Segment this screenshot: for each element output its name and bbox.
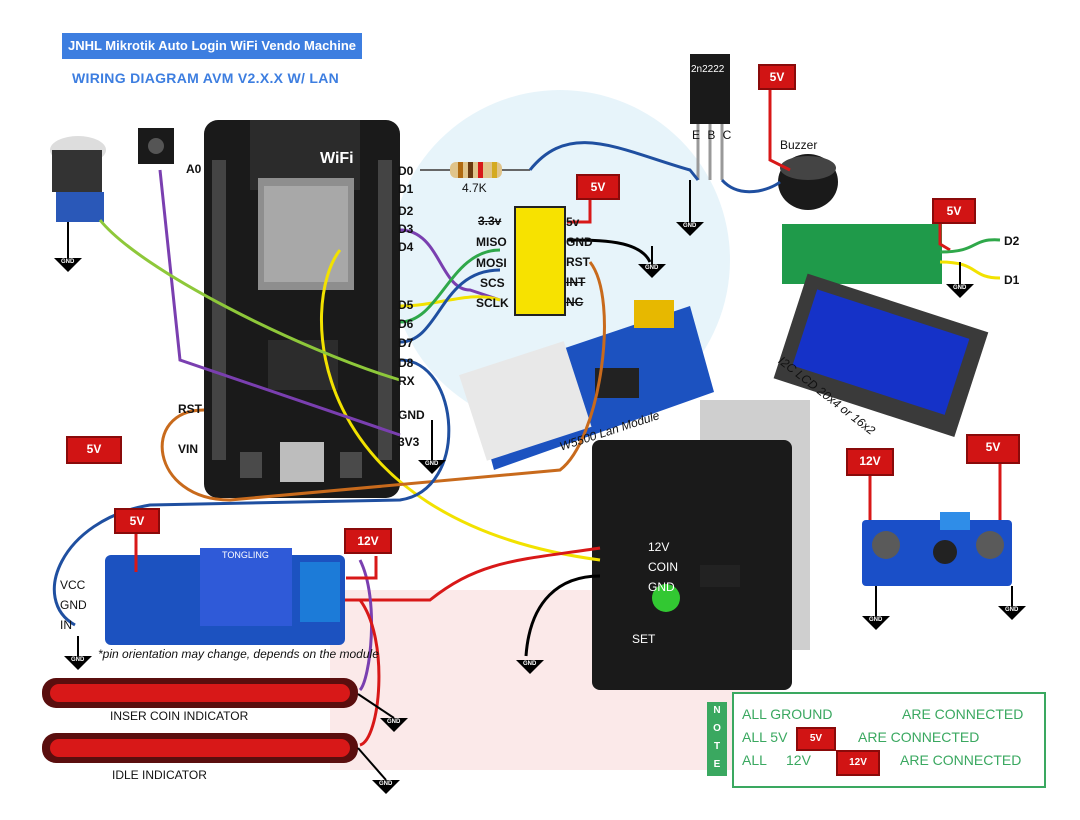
gnd-label-buck-in: GND bbox=[869, 617, 883, 623]
wires bbox=[52, 84, 1002, 747]
relay-brand: TONGLING bbox=[222, 550, 269, 560]
buck-converter-board bbox=[862, 512, 1012, 586]
note-side-label: N O T E bbox=[707, 702, 727, 776]
w5500-pin-3v3: 3.3v bbox=[478, 214, 502, 228]
nodemcu-pin-d5: D5 bbox=[398, 298, 414, 312]
resistor-value: 4.7K bbox=[462, 181, 487, 195]
w5500-pin-5v: 5v bbox=[566, 215, 580, 229]
lcd-pin-d2: D2 bbox=[1004, 234, 1020, 248]
gnd-label-nodemcu: GND bbox=[425, 461, 439, 467]
w5500-board bbox=[459, 300, 714, 470]
gnd-label-relay: GND bbox=[71, 657, 85, 663]
lcd-pin-d1: D1 bbox=[1004, 273, 1020, 287]
nodemcu-pin-a0: A0 bbox=[186, 162, 202, 176]
gnd-label-transistor: GND bbox=[683, 223, 697, 229]
gnd-label-idle-led: GND bbox=[379, 781, 393, 787]
nodemcu-pin-gnd: GND bbox=[398, 408, 425, 422]
relay-pin-gnd: GND bbox=[60, 598, 87, 612]
nodemcu-pin-rst: RST bbox=[178, 402, 202, 416]
nodemcu-pin-d6: D6 bbox=[398, 317, 414, 331]
led-strip-idle bbox=[42, 733, 358, 763]
voltage-tag-5v-w5500: 5V bbox=[576, 174, 620, 200]
gnd-label-lcd: GND bbox=[953, 285, 967, 291]
voltage-tag-12v-relay: 12V bbox=[344, 528, 392, 554]
voltage-tag-12v-buck: 12V bbox=[846, 448, 894, 476]
coin-pin-12v: 12V bbox=[648, 540, 670, 554]
led-strip-insert bbox=[42, 678, 358, 708]
tactile-switch bbox=[138, 128, 174, 164]
voltage-tag-5v-vin: 5V bbox=[66, 436, 122, 464]
nodemcu-pin-d1: D1 bbox=[398, 182, 414, 196]
note-line1-b: ARE CONNECTED bbox=[902, 706, 1024, 722]
nodemcu-pin-3v3: 3V3 bbox=[398, 435, 420, 449]
nodemcu-pin-d2: D2 bbox=[398, 204, 414, 218]
w5500-pin-scs: SCS bbox=[480, 276, 505, 290]
transistor-body bbox=[690, 54, 730, 180]
note-12v-tag: 12V bbox=[836, 750, 880, 776]
nodemcu-pin-d3: D3 bbox=[398, 222, 414, 236]
resistor-body bbox=[420, 162, 530, 178]
note-gnd-symbol-label: GND bbox=[860, 709, 874, 715]
relay-pin-in: IN bbox=[60, 618, 72, 632]
gnd-label-insert-led: GND bbox=[387, 719, 401, 725]
gnd-label-button: GND bbox=[61, 259, 75, 265]
coin-pin-coin: COIN bbox=[648, 560, 678, 574]
insert-coin-indicator-label: INSER COIN INDICATOR bbox=[110, 709, 249, 723]
voltage-tag-5v-lcd: 5V bbox=[932, 198, 976, 224]
relay-module bbox=[105, 548, 345, 645]
idle-indicator-label: IDLE INDICATOR bbox=[112, 768, 207, 782]
nodemcu-pin-d0: D0 bbox=[398, 164, 414, 178]
relay-note: *pin orientation may change, depends on … bbox=[98, 647, 379, 661]
nodemcu-board bbox=[204, 120, 400, 498]
ground-leads bbox=[67, 180, 1013, 781]
coin-acceptor-device bbox=[592, 400, 810, 690]
gnd-label-coin: GND bbox=[523, 661, 537, 667]
w5500-pin-miso: MISO bbox=[476, 235, 507, 249]
coin-pin-set: SET bbox=[632, 632, 656, 646]
note-5v-tag: 5V bbox=[796, 727, 836, 751]
note-box bbox=[732, 692, 1046, 788]
nodemcu-pin-rx: RX bbox=[398, 374, 415, 388]
transistor-model: 2n2222 bbox=[691, 64, 725, 75]
relay-pin-vcc: VCC bbox=[60, 578, 86, 592]
nodemcu-pin-vin: VIN bbox=[178, 442, 199, 456]
w5500-pin-mosi: MOSI bbox=[476, 256, 507, 270]
push-button-large bbox=[50, 136, 106, 222]
w5500-pin-int: INT bbox=[566, 275, 586, 289]
gnd-label-w5500: GND bbox=[645, 265, 659, 271]
transistor-pins: E B C bbox=[692, 128, 734, 142]
diagram-subtitle: WIRING DIAGRAM AVM V2.X.X W/ LAN bbox=[72, 70, 340, 86]
w5500-pin-gnd: GND bbox=[566, 235, 593, 249]
note-line2-b: ARE CONNECTED bbox=[858, 729, 980, 745]
note-line2-a: ALL 5V bbox=[742, 729, 788, 745]
buzzer-body bbox=[778, 154, 838, 210]
w5500-pin-rst: RST bbox=[566, 255, 590, 269]
w5500-pin-header bbox=[514, 206, 566, 316]
note-letter-n: N bbox=[713, 705, 721, 716]
note-letter-o: O bbox=[713, 723, 721, 734]
voltage-tag-5v-buzzer: 5V bbox=[758, 64, 796, 90]
coin-pin-gnd: GND bbox=[648, 580, 675, 594]
nodemcu-wifi-text: WiFi bbox=[320, 150, 354, 167]
note-line1-a: ALL GROUND bbox=[742, 706, 833, 722]
w5500-pin-nc: NC bbox=[566, 295, 584, 309]
note-line3-mid: 12V bbox=[786, 752, 811, 768]
diagram-title: JNHL Mikrotik Auto Login WiFi Vendo Mach… bbox=[62, 33, 362, 59]
note-line3-a: ALL bbox=[742, 752, 767, 768]
note-letter-e: E bbox=[713, 759, 721, 770]
nodemcu-pin-d4: D4 bbox=[398, 240, 414, 254]
nodemcu-pin-d7: D7 bbox=[398, 336, 414, 350]
nodemcu-pin-d8: D8 bbox=[398, 356, 414, 370]
gnd-label-buck-out: GND bbox=[1005, 607, 1019, 613]
voltage-tag-5v-relay: 5V bbox=[114, 508, 160, 534]
w5500-pin-sclk: SCLK bbox=[476, 296, 509, 310]
note-letter-t: T bbox=[713, 741, 721, 752]
note-line3-b: ARE CONNECTED bbox=[900, 752, 1022, 768]
voltage-tag-5v-buck: 5V bbox=[966, 434, 1020, 464]
buzzer-label: Buzzer bbox=[780, 138, 818, 152]
lcd-board bbox=[773, 224, 989, 437]
